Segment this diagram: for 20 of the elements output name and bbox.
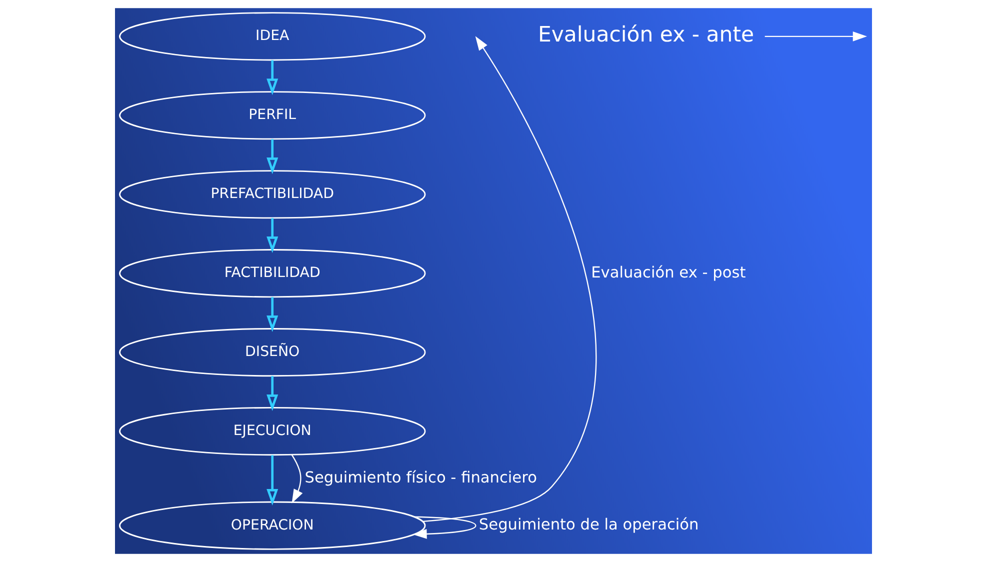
arrow xyxy=(266,218,278,254)
arrow xyxy=(291,454,303,504)
node-ellipse: FACTIBILIDAD xyxy=(119,249,426,298)
arrow xyxy=(266,455,278,506)
edge-label: Seguimiento de la operación xyxy=(478,516,699,534)
arrow xyxy=(764,31,868,42)
node-text: Evaluación ex - ante xyxy=(538,22,754,48)
edge-label: Evaluación ex - post xyxy=(591,263,746,282)
edge-label: Seguimiento físico - financiero xyxy=(304,468,537,486)
arrow xyxy=(266,297,278,332)
arrow xyxy=(412,516,476,539)
arrow xyxy=(266,60,278,96)
node-ellipse: EJECUCION xyxy=(119,407,426,456)
node-ellipse: IDEA xyxy=(119,12,426,61)
arrow xyxy=(422,36,596,522)
arrow xyxy=(266,139,278,174)
node-ellipse: PERFIL xyxy=(119,91,426,140)
node-ellipse: DISEÑO xyxy=(119,328,426,377)
arrow xyxy=(266,376,278,411)
node-ellipse: PREFACTIBILIDAD xyxy=(119,170,426,219)
